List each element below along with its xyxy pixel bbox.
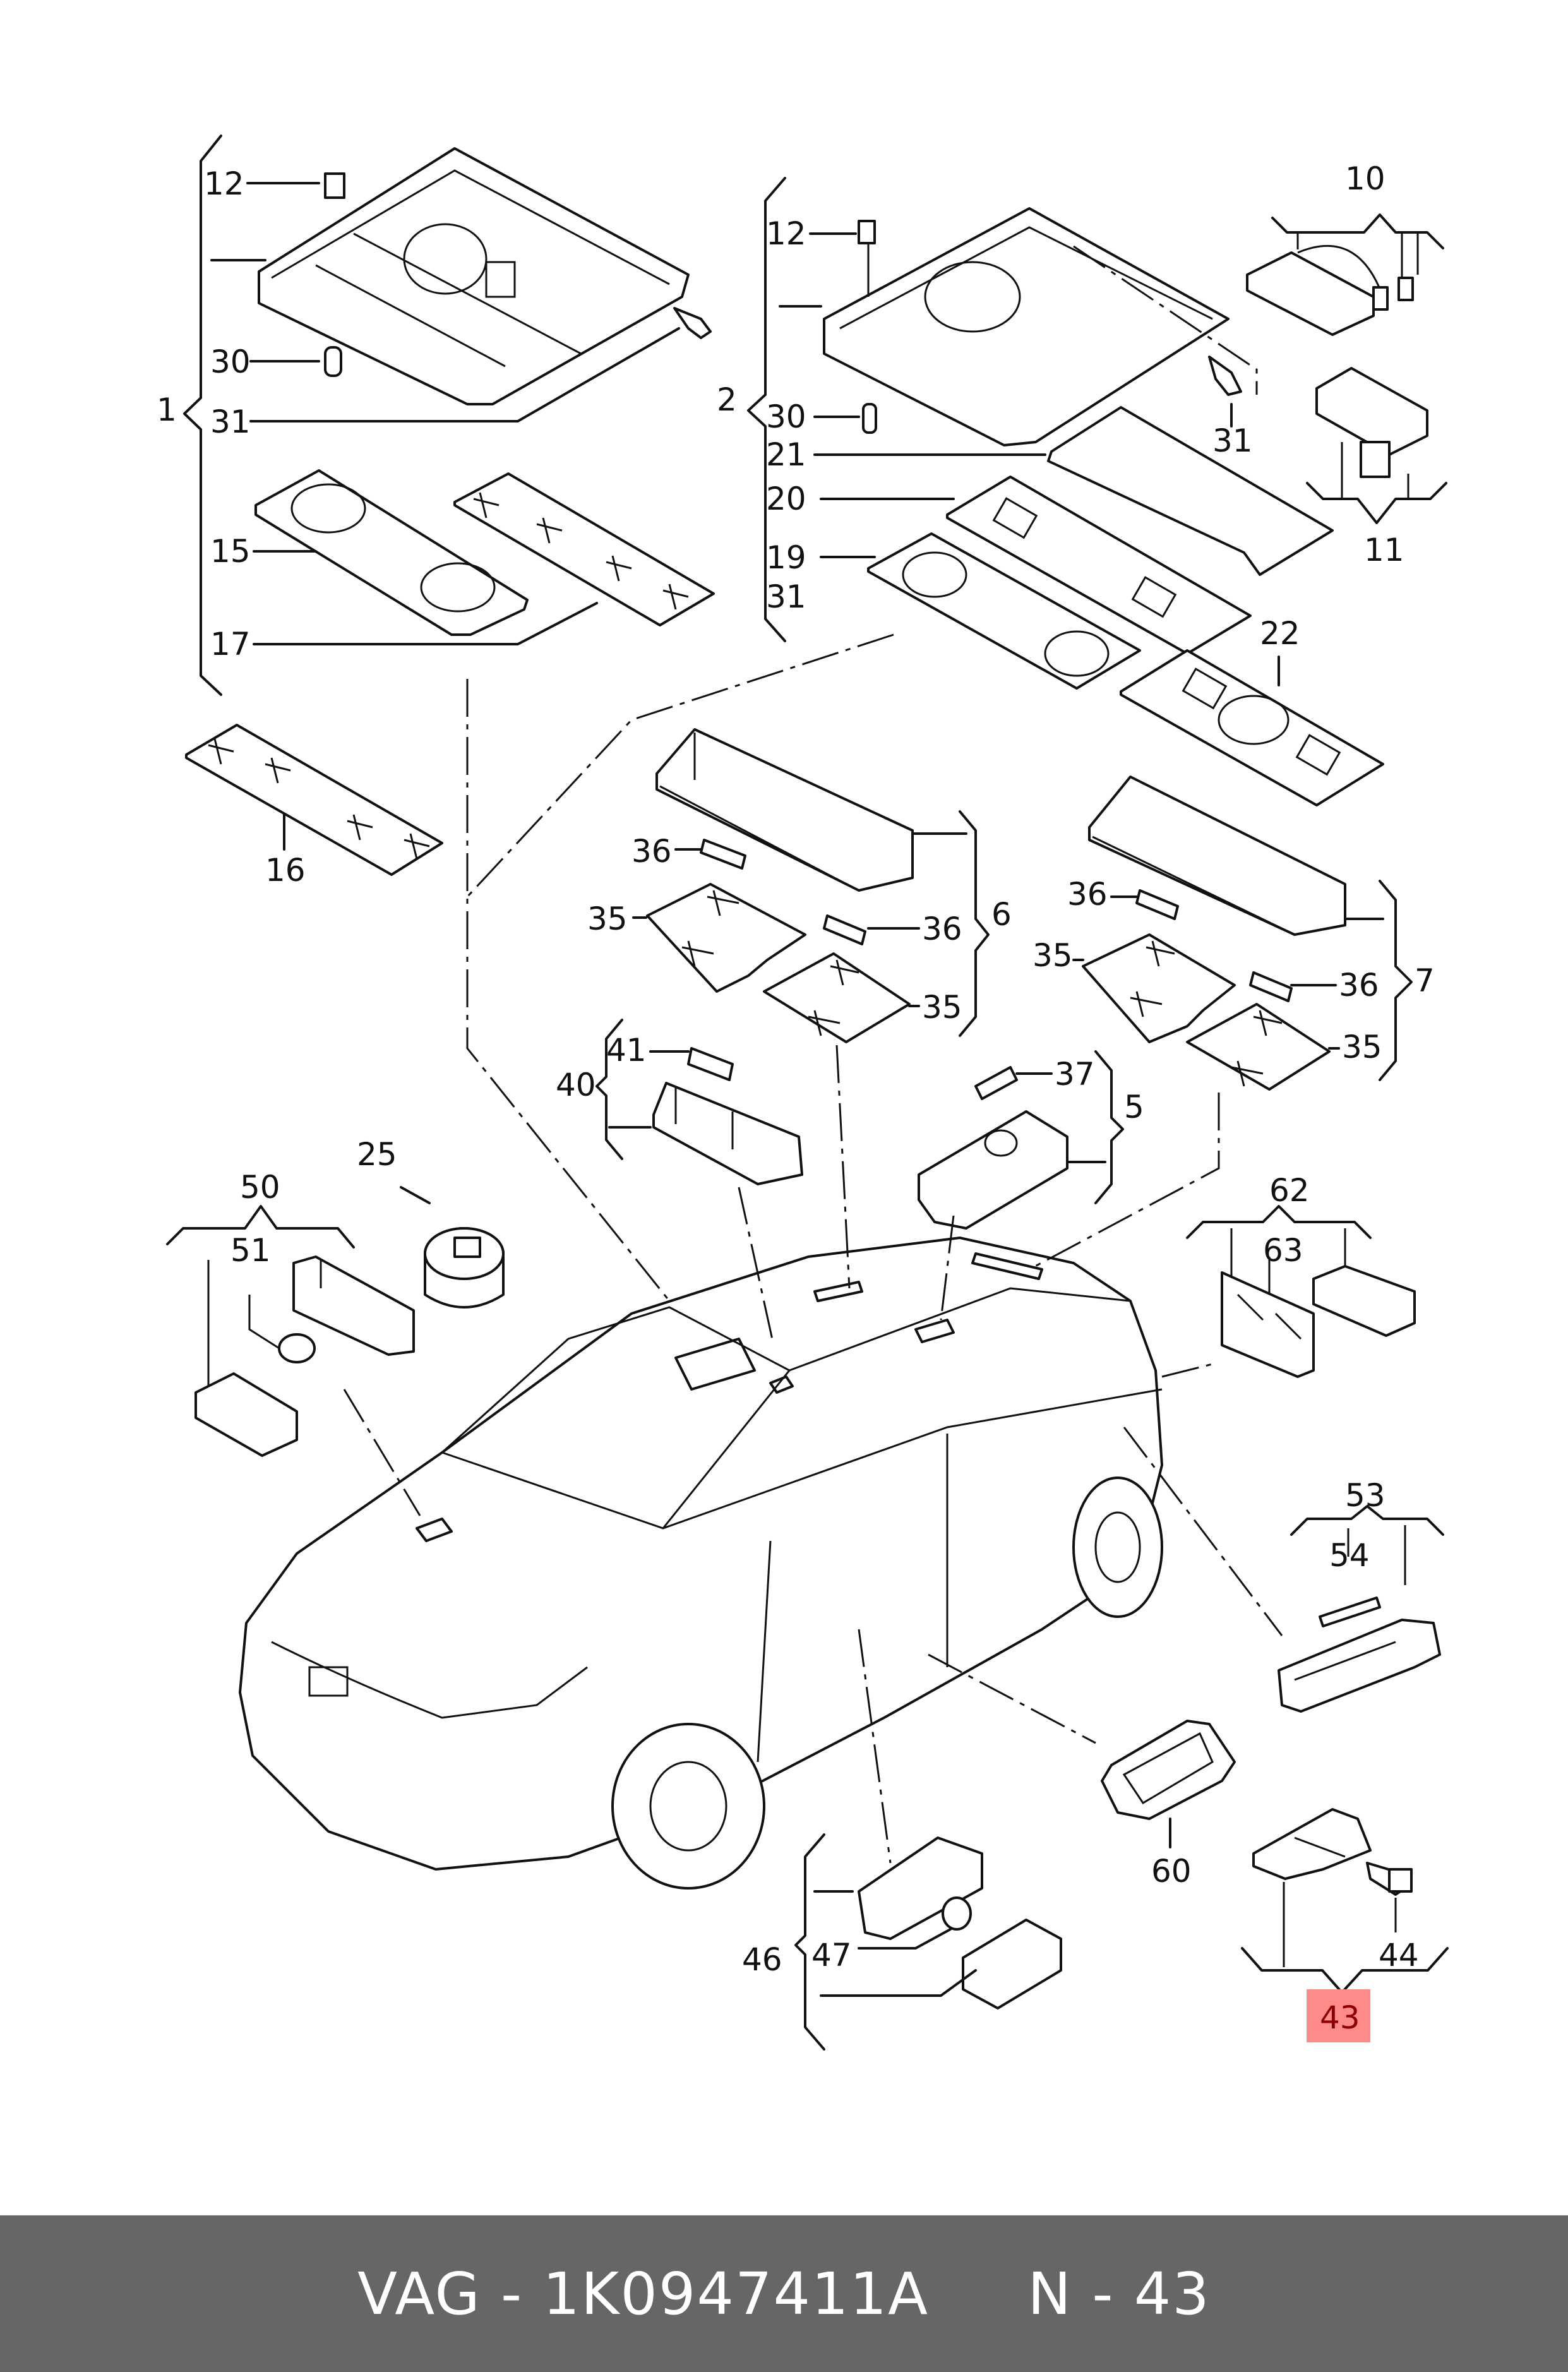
callout-31[interactable]: 31 [1212,422,1253,459]
callout-25[interactable]: 25 [357,1136,397,1173]
switch-25 [424,1227,505,1309]
callout-7[interactable]: 7 [1415,962,1435,999]
bulb-holder-50 [292,1255,415,1356]
bulb-30-right [862,403,877,434]
cover-22 [1120,649,1384,806]
lens-16 [185,724,443,876]
lens-35-c [1082,933,1236,1043]
callout-30[interactable]: 30 [210,344,251,380]
bulb-47 [942,1896,972,1931]
callout-63[interactable]: 63 [1263,1232,1303,1269]
bulb-44 [1366,1862,1413,1896]
group-1-bracket [183,135,222,696]
callout-6[interactable]: 6 [991,896,1012,933]
callout-1[interactable]: 1 [157,392,177,428]
lamp-46 [858,1836,983,1940]
callout-labels: 1 12 30 31 15 17 16 2 12 30 21 20 19 31 … [157,160,1435,2036]
lens-15 [254,469,529,636]
screw-icon [673,307,712,339]
callout-47[interactable]: 47 [811,1937,852,1974]
callout-5[interactable]: 5 [1124,1089,1144,1125]
callout-62[interactable]: 62 [1269,1172,1310,1209]
callout-36[interactable]: 36 [922,911,962,947]
callout-36[interactable]: 36 [1339,967,1379,1003]
callout-60[interactable]: 60 [1151,1853,1192,1890]
callout-31[interactable]: 31 [210,404,251,440]
callout-46[interactable]: 46 [742,1941,782,1978]
lens-35-a [646,883,806,993]
lamp-5 [918,1110,1068,1230]
cover-21 [1047,406,1334,576]
screw-icon-right [1208,356,1242,396]
callout-50[interactable]: 50 [240,1169,280,1206]
lens-17 [453,472,715,626]
bulb-37 [974,1066,1018,1100]
bulb-36-b [823,914,866,945]
highlight-box-43 [1307,1989,1370,2042]
lamp-cover-60 [1101,1720,1236,1820]
callout-16[interactable]: 16 [265,852,306,889]
callout-21[interactable]: 21 [766,436,806,473]
callout-12[interactable]: 12 [766,215,806,252]
callout-53[interactable]: 53 [1345,1477,1385,1514]
bulb-socket-12-right [858,220,876,244]
callout-36[interactable]: 36 [631,833,672,870]
callout-11[interactable]: 11 [1364,532,1404,568]
callout-35[interactable]: 35 [922,989,962,1026]
lens-35-d [1186,1003,1331,1091]
module-10 [1246,244,1414,336]
callout-51[interactable]: 51 [230,1232,271,1269]
callout-40[interactable]: 40 [556,1067,596,1103]
bulb-30-left [324,346,342,377]
dome-light-housing-right [823,207,1230,446]
callout-10[interactable]: 10 [1345,160,1385,197]
callout-37[interactable]: 37 [1055,1056,1095,1093]
bulb-socket-12-left [324,172,345,199]
callout-20[interactable]: 20 [766,481,806,517]
lamp-7 [1088,776,1346,936]
lamp-62 [1221,1271,1315,1378]
callout-17[interactable]: 17 [210,626,251,662]
callout-12[interactable]: 12 [204,165,244,202]
callout-43-highlighted[interactable]: 43 [1320,1999,1360,2036]
callout-31[interactable]: 31 [766,578,806,615]
lamp-40 [652,1082,803,1185]
footer-bar: VAG - 1K0947411A N - 43 [0,2215,1568,2372]
bulb-36-d [1249,971,1293,1002]
lamp-6 [655,728,914,892]
bulb-51 [278,1333,316,1363]
dome-light-housing-left [258,147,690,405]
callout-2[interactable]: 2 [717,381,737,418]
bulb-54 [1319,1596,1381,1627]
lens-35-b [763,952,911,1043]
callout-44[interactable]: 44 [1379,1937,1419,1974]
lamp-53 [1278,1619,1441,1713]
cover-19 [867,532,1141,690]
callout-35[interactable]: 35 [1032,937,1073,974]
callout-54[interactable]: 54 [1329,1537,1370,1574]
connector-46 [962,1919,1062,2010]
parts-diagram: 1 12 30 31 15 17 16 2 12 30 21 20 19 31 … [157,135,1449,2051]
callout-35[interactable]: 35 [587,901,628,937]
callout-35[interactable]: 35 [1342,1029,1382,1065]
callout-41[interactable]: 41 [606,1032,647,1069]
callout-36[interactable]: 36 [1067,876,1108,913]
lamp-43 [1252,1808,1372,1880]
connector-50 [195,1372,298,1457]
bulb-41 [687,1047,734,1081]
callout-22[interactable]: 22 [1260,615,1300,652]
callout-19[interactable]: 19 [766,539,806,576]
switch-11 [1315,367,1428,478]
callout-15[interactable]: 15 [210,533,251,570]
connector-62 [1312,1265,1416,1337]
cover-20 [946,476,1252,655]
bulb-36-c [1135,889,1179,920]
part-number-caption: VAG - 1K0947411A N - 43 [357,2260,1211,2328]
callout-30[interactable]: 30 [766,398,806,435]
car-outline [239,1237,1163,1890]
bulb-36-a [700,839,746,870]
